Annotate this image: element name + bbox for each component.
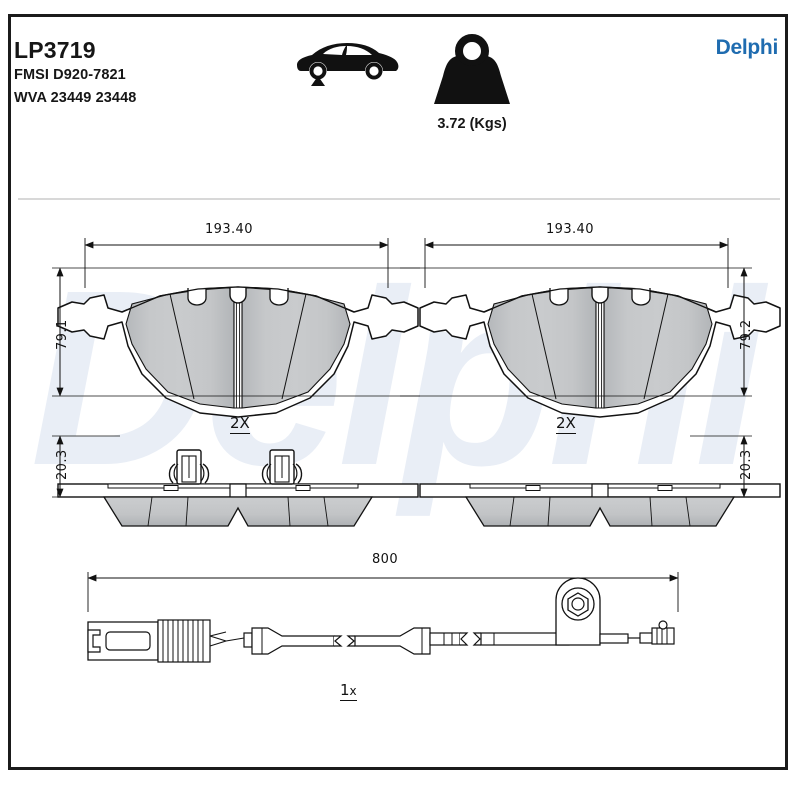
pad-right-width-dimension: 193.40	[546, 222, 594, 237]
sensor-length-dimension: 800	[372, 552, 399, 567]
part-identification-block: LP3719 FMSI D920-7821 WVA 23449 23448	[14, 36, 136, 110]
weight-value: 3.72 (Kgs)	[437, 116, 507, 132]
pad-right-thickness-dimension: 20.3	[739, 449, 754, 480]
sensor-quantity-number: 1	[340, 681, 350, 699]
delphi-logo: Delphi	[715, 36, 779, 59]
sheet-border	[8, 14, 788, 770]
sensor-quantity: 1x	[340, 681, 357, 701]
pad-left-width-dimension: 193.40	[205, 222, 253, 237]
weight-kettlebell-icon	[434, 34, 510, 104]
sensor-quantity-unit: x	[349, 684, 357, 698]
pad-left-height-dimension: 79.1	[55, 319, 70, 350]
pad-right-quantity: 2X	[556, 414, 576, 434]
header-separator	[18, 198, 780, 200]
pad-left-quantity: 2X	[230, 414, 250, 434]
car-front-axle-icon	[297, 43, 399, 86]
wva-code: WVA 23449 23448	[14, 90, 137, 106]
pad-right-height-dimension: 79.2	[739, 319, 754, 350]
fmsi-code: FMSI D920-7821	[14, 67, 126, 83]
pad-left-thickness-dimension: 20.3	[55, 449, 70, 480]
page-title: LP3719	[14, 37, 96, 63]
